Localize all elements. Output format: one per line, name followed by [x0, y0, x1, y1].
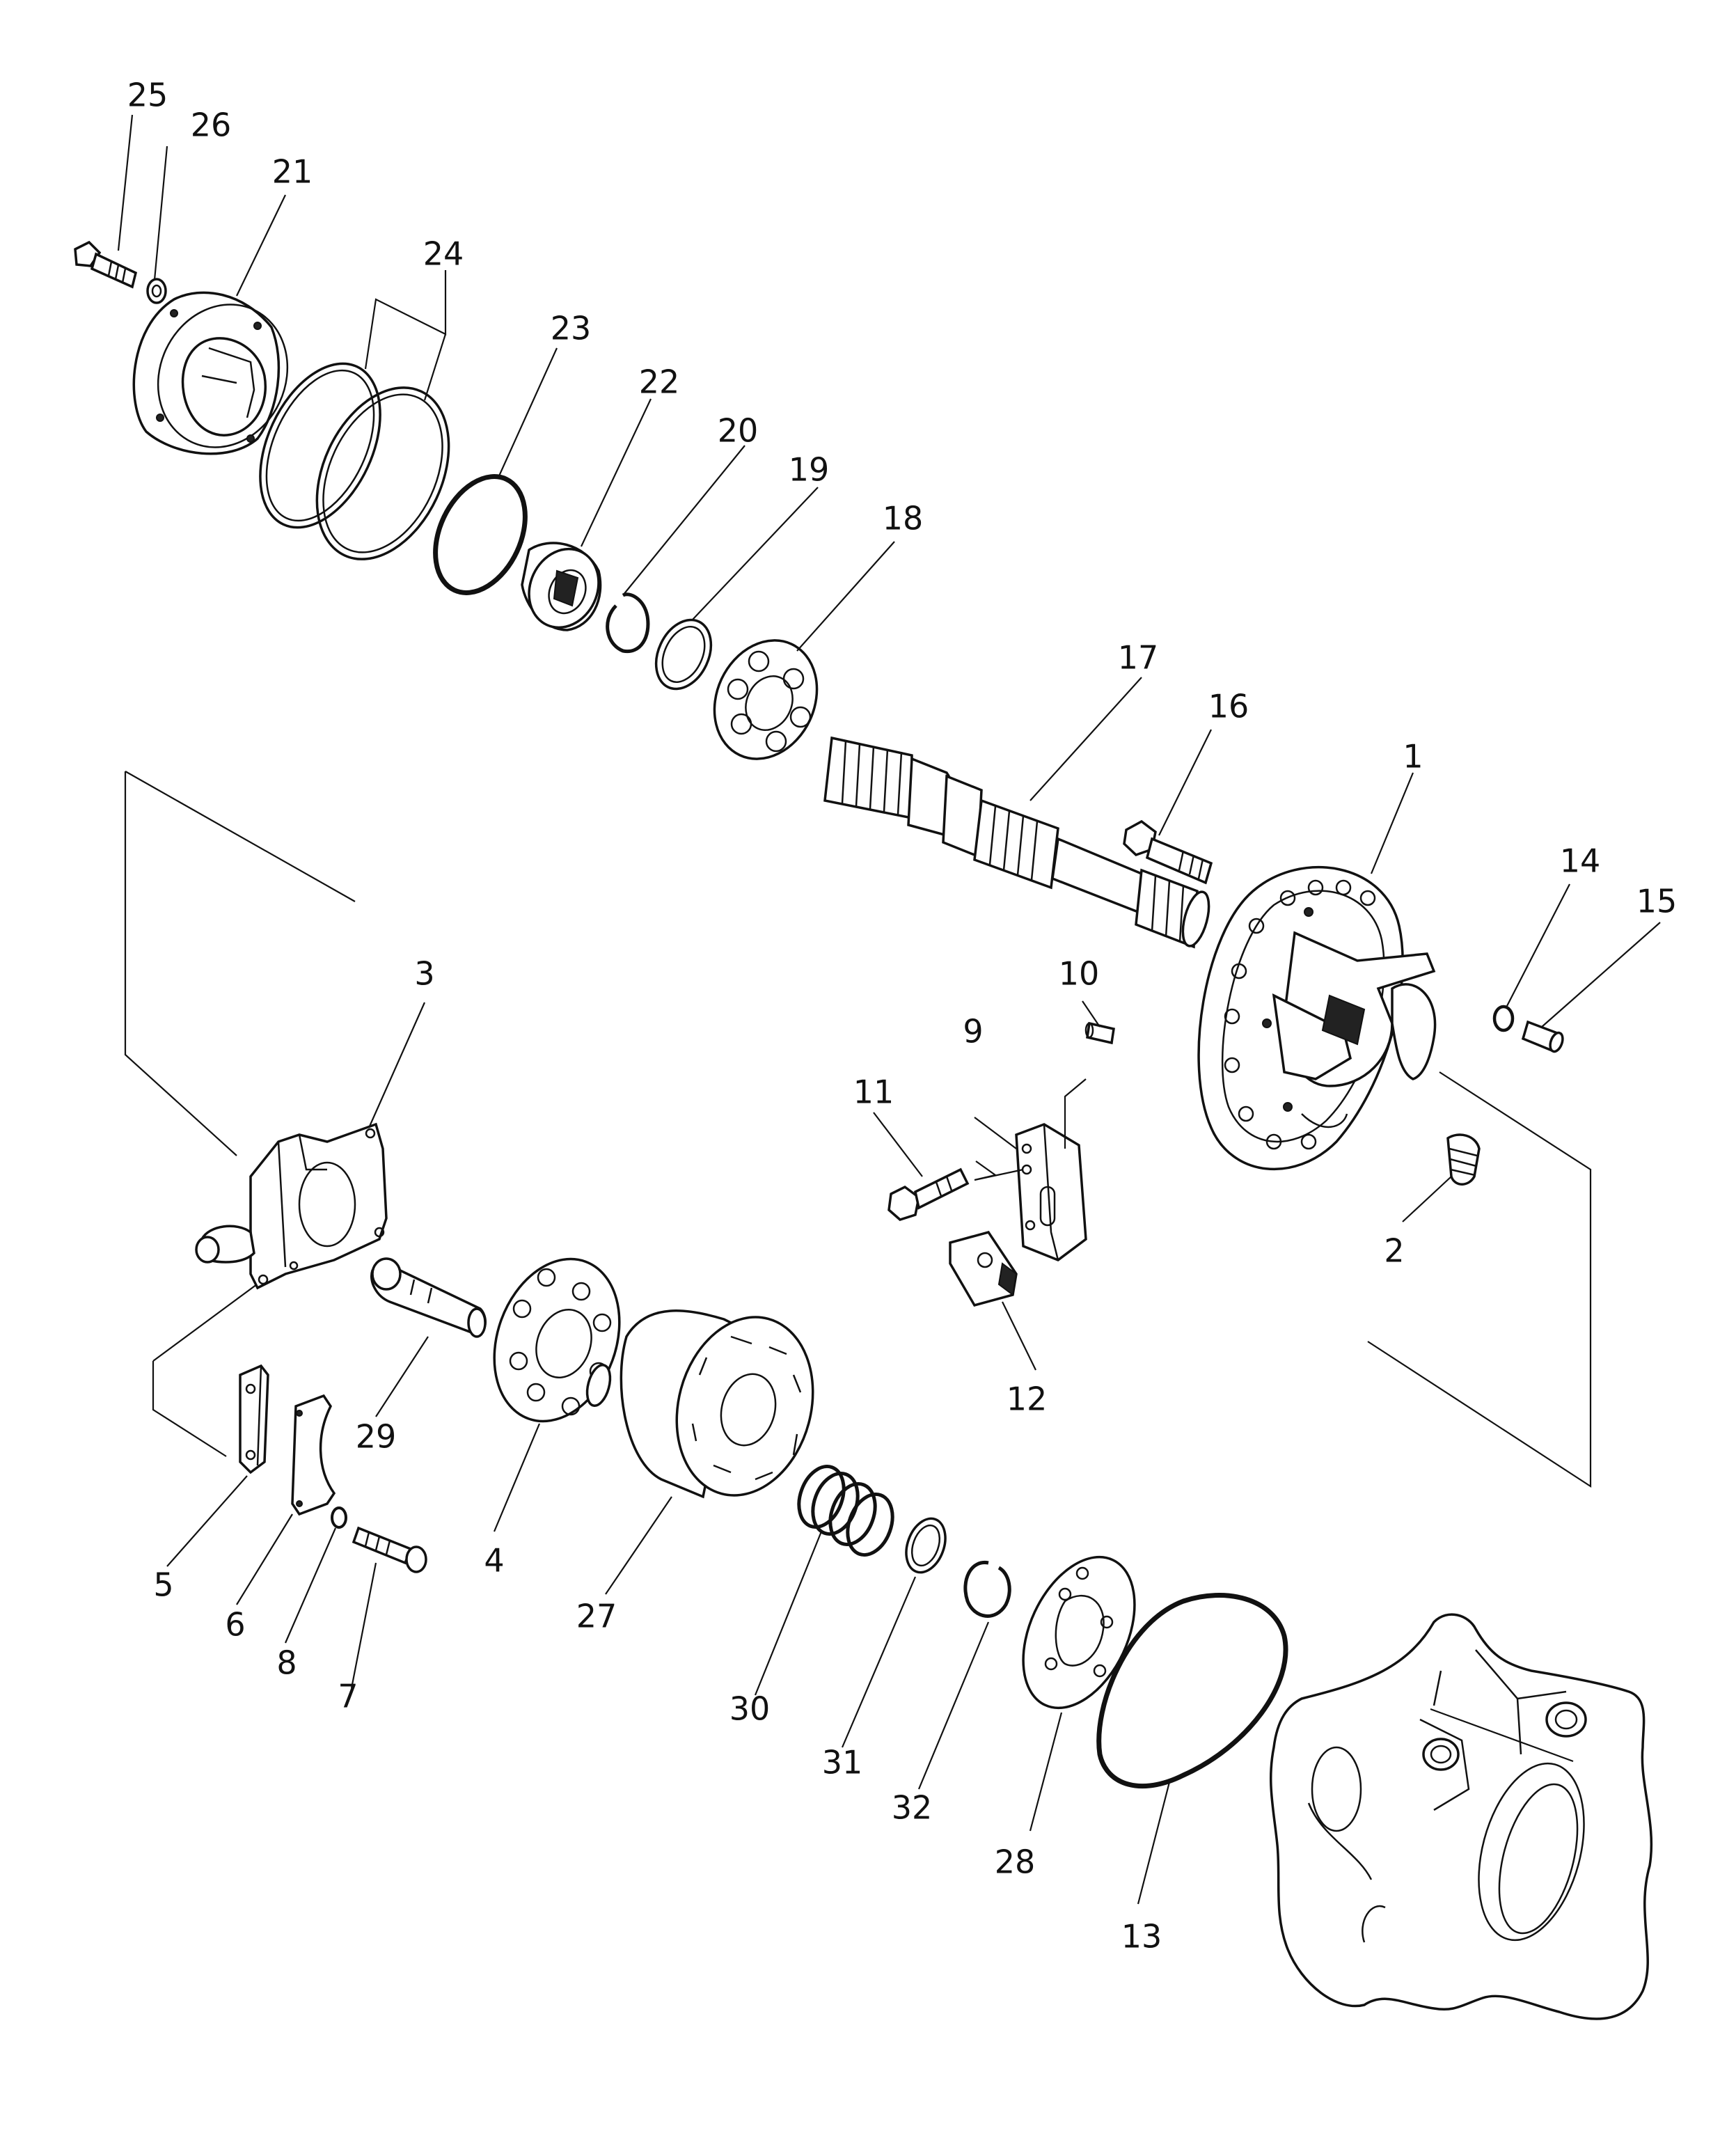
part-5-rocker-cam: [239, 1364, 269, 1474]
part-27-cylinder-block: [585, 1309, 814, 1499]
callout-11: 11: [853, 1073, 894, 1111]
callout-labels: 25 26 21 24 23 22 20 19 18 17 16 1 14 15…: [127, 77, 1678, 1956]
callout-10: 10: [1059, 955, 1100, 993]
callout-12: 12: [1007, 1380, 1048, 1418]
callout-9: 9: [963, 1013, 983, 1051]
callout-15: 15: [1636, 883, 1678, 920]
part-2-plug: [1446, 1133, 1481, 1186]
callout-29: 29: [356, 1418, 397, 1456]
part-19-spacer-ring: [654, 618, 713, 691]
callout-7: 7: [338, 1678, 358, 1715]
callout-17: 17: [1118, 639, 1159, 677]
part-25-bolt: [74, 240, 138, 289]
part-1-pump-case: [1197, 865, 1437, 1171]
callout-21: 21: [272, 153, 313, 191]
part-32-snap-ring: [963, 1561, 1011, 1618]
callout-31: 31: [822, 1744, 863, 1781]
callout-20: 20: [718, 412, 759, 450]
callout-8: 8: [276, 1644, 297, 1682]
part-28-valve-plate: [1022, 1555, 1136, 1710]
callout-3: 3: [414, 955, 434, 993]
part-18-ball-bearing: [713, 639, 819, 760]
part-16-bolt: [1123, 819, 1213, 885]
part-8-washer: [331, 1506, 347, 1529]
callout-25: 25: [127, 77, 168, 114]
part-14-o-ring: [1492, 1005, 1515, 1032]
part-9-plate: [974, 1078, 1087, 1261]
part-6-shoe-plate: [291, 1394, 336, 1516]
part-7-bolt: [352, 1526, 427, 1573]
part-13-o-ring-large: [1096, 1593, 1288, 1788]
part-30-spring: [797, 1464, 894, 1557]
part-11-bolt: [887, 1167, 970, 1221]
part-10-pin: [1084, 1021, 1115, 1045]
callout-23: 23: [551, 310, 592, 347]
callout-6: 6: [225, 1606, 245, 1644]
callout-24: 24: [423, 235, 464, 273]
callout-18: 18: [883, 500, 924, 537]
callout-26: 26: [191, 107, 232, 144]
part-15-plug: [1521, 1020, 1564, 1053]
callout-5: 5: [153, 1566, 173, 1604]
assembly-frame-lines: [124, 771, 1592, 1488]
part-29-spool: [370, 1257, 487, 1338]
part-4-valve-plate: [493, 1257, 621, 1423]
part-12-guide-block: [949, 1230, 1018, 1307]
leader-lines: [117, 114, 1661, 1905]
callout-1: 1: [1403, 738, 1423, 776]
part-20-snap-ring: [606, 592, 650, 654]
part-26-washer: [146, 278, 167, 304]
callout-28: 28: [995, 1843, 1036, 1881]
callout-19: 19: [789, 451, 830, 489]
part-3-end-cover: [195, 1122, 388, 1290]
callout-4: 4: [484, 1542, 504, 1580]
part-17-drive-shaft: [823, 736, 1210, 949]
callout-22: 22: [639, 363, 680, 401]
callout-27: 27: [576, 1598, 617, 1635]
part-24-shim-rings: [259, 362, 450, 560]
part-23-o-ring: [433, 474, 528, 595]
callout-30: 30: [729, 1690, 771, 1728]
callout-14: 14: [1560, 842, 1601, 880]
part-22-bearing: [521, 542, 602, 631]
callout-32: 32: [892, 1789, 933, 1827]
part-21-retainer-flange: [132, 291, 289, 455]
callout-2: 2: [1384, 1232, 1404, 1270]
part-31-washer: [905, 1517, 947, 1574]
pump-housing: [1269, 1613, 1653, 2020]
callout-13: 13: [1121, 1918, 1162, 1956]
callout-16: 16: [1208, 688, 1249, 725]
